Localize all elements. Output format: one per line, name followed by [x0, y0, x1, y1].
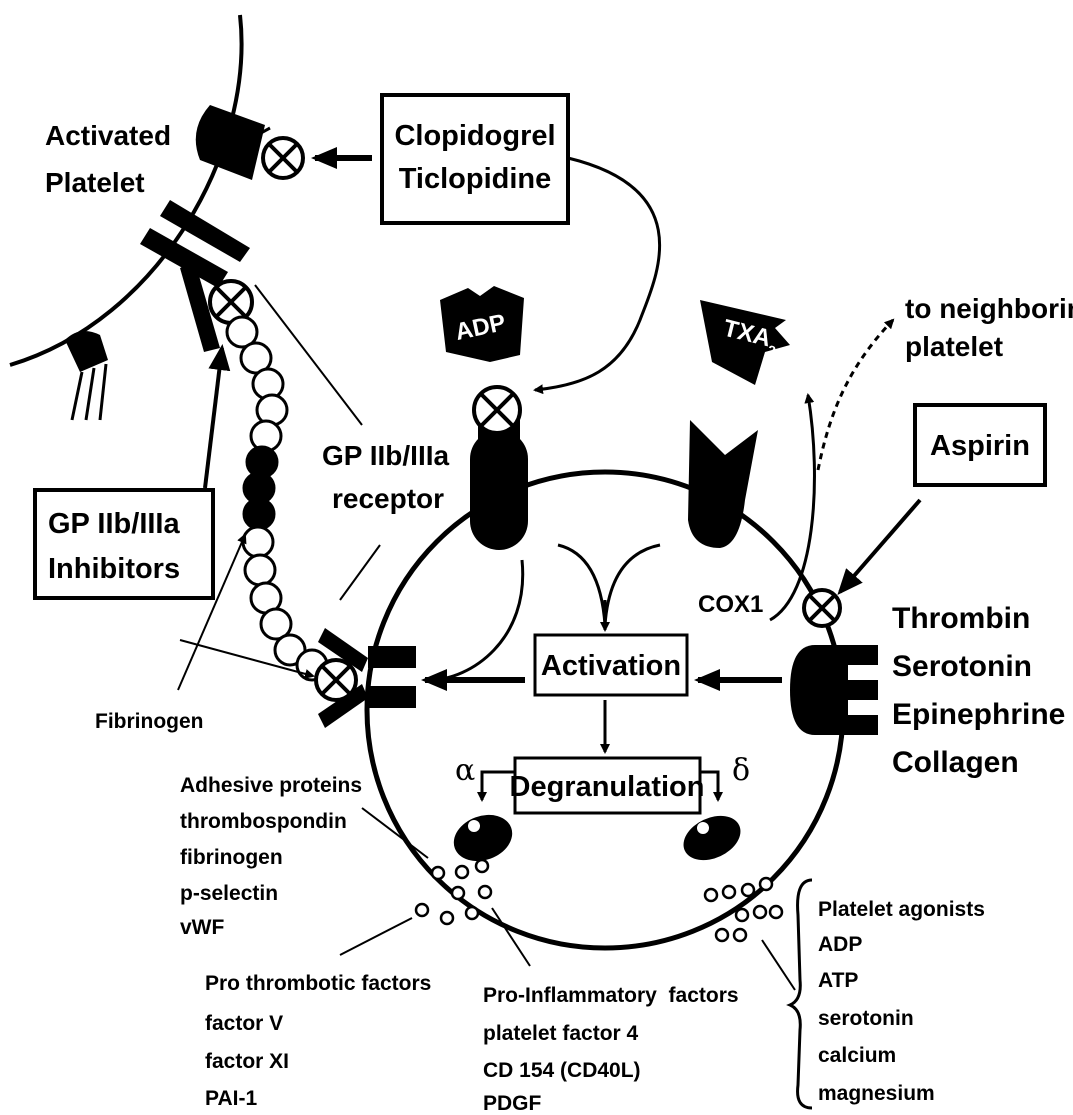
- gp-inhibitor-arrow-upper: [203, 344, 231, 489]
- list-item: CD 154 (CD40L): [483, 1059, 641, 1082]
- gp-inhibitor-arrow-lower: [179, 639, 315, 679]
- agonist-thrombin: Thrombin: [892, 602, 1030, 635]
- adhesive-proteins-list: Adhesive proteins thrombospondin fibrino…: [180, 774, 362, 939]
- agonist-receptor: [790, 645, 878, 735]
- list-item: thrombospondin: [180, 810, 347, 833]
- alpha-granule-arrow: [477, 770, 515, 802]
- alpha-granule: [453, 814, 513, 862]
- prothrombotic-factors-list: Pro thrombotic factors factor V factor X…: [205, 972, 431, 1110]
- gp-inhibitors-label-2: Inhibitors: [48, 553, 180, 585]
- list-item: Pro thrombotic factors: [205, 972, 431, 995]
- alpha-granule-contents: [414, 858, 493, 926]
- platelet-agonists-brace: [786, 878, 813, 1110]
- to-neighbor-arrow: [816, 318, 895, 471]
- platelet-agonists-list: Platelet agonists ADP ATP serotonin calc…: [818, 898, 985, 1105]
- txa2-ligand: TXA2: [700, 300, 790, 385]
- list-item: fibrinogen: [180, 846, 283, 869]
- list-item: PAI-1: [205, 1087, 257, 1110]
- fibrinogen-label: Fibrinogen: [95, 710, 204, 733]
- alpha-symbol: α: [455, 753, 475, 788]
- adp-ligand: ADP: [440, 286, 524, 362]
- gp-inhibitor-arrow-fibrinogen: [177, 533, 247, 691]
- txa2-receptor: [688, 420, 758, 548]
- adp-to-gp-arrow: [428, 559, 525, 685]
- delta-granule-contents: [703, 876, 784, 943]
- clopidogrel-label: Clopidogrel: [394, 120, 555, 152]
- gp-inhibitors-box: [33, 488, 215, 600]
- list-item: platelet factor 4: [483, 1022, 639, 1045]
- list-item: serotonin: [818, 1007, 914, 1030]
- gp-receptor-leader-upper: [254, 284, 363, 426]
- agonists-leader: [761, 939, 796, 991]
- proinflammatory-leader: [491, 907, 531, 967]
- activation-box: [533, 633, 689, 697]
- agonist-collagen: Collagen: [892, 746, 1019, 779]
- to-neighbor-label-1: to neighboring: [905, 293, 1073, 324]
- adhesive-leader: [361, 807, 429, 859]
- inhibition-symbol-icon: [314, 658, 358, 702]
- cox1-label: COX1: [698, 591, 763, 618]
- proinflammatory-factors-list: Pro-Inflammatory factors platelet factor…: [483, 984, 739, 1115]
- to-neighbor-label-2: platelet: [905, 331, 1003, 362]
- gp-receptor-main: [318, 628, 416, 728]
- receptors-to-activation-arrow: [557, 543, 661, 626]
- agonist-serotonin: Serotonin: [892, 650, 1032, 683]
- cox1-inhibition-icon: [802, 588, 842, 628]
- list-item: Pro-Inflammatory factors: [483, 984, 739, 1007]
- list-item: factor XI: [205, 1050, 289, 1073]
- gp-receptor-label-2: receptor: [332, 483, 444, 514]
- clopidogrel-box: [380, 93, 570, 225]
- aspirin-label: Aspirin: [930, 430, 1030, 462]
- ticlopidine-label: Ticlopidine: [399, 163, 552, 195]
- activation-label: Activation: [541, 650, 681, 682]
- list-item: Adhesive proteins: [180, 774, 362, 797]
- delta-granule-arrow: [700, 770, 723, 802]
- clopidogrel-to-adp-arrow: [533, 156, 662, 395]
- agonist-epinephrine: Epinephrine: [892, 698, 1065, 731]
- list-item: factor V: [205, 1012, 283, 1035]
- fibrinogen-chain: [225, 315, 329, 682]
- activated-platelet-label-1: Activated: [45, 120, 171, 151]
- gp-receptor-leader-lower: [339, 544, 381, 601]
- gp-inhibitors-label-1: GP IIb/IIIa: [48, 508, 180, 540]
- inhibition-symbol-icon: [472, 385, 522, 435]
- degranulation-label: Degranulation: [510, 771, 705, 803]
- inhibition-symbol-icon: [261, 136, 305, 180]
- inhibition-symbol-icon: [208, 279, 254, 325]
- clopidogrel-target-receptor: [195, 105, 271, 180]
- gp-receptor-upper: [140, 200, 250, 352]
- gp-receptor-label-1: GP IIb/IIIa: [322, 440, 450, 471]
- delta-granule: [683, 815, 741, 861]
- list-item: Platelet agonists: [818, 898, 985, 921]
- list-item: ADP: [818, 933, 862, 956]
- list-item: vWF: [180, 916, 225, 939]
- cox1-to-txa2-arrow: [769, 393, 816, 622]
- list-item: ATP: [818, 969, 858, 992]
- activated-platelet-label-2: Platelet: [45, 167, 145, 198]
- delta-symbol: δ: [732, 753, 750, 788]
- platelet-surface-receptor-small: [65, 331, 108, 421]
- aspirin-arrow: [837, 498, 922, 596]
- prothrombotic-leader: [339, 917, 413, 956]
- list-item: p-selectin: [180, 882, 278, 905]
- list-item: magnesium: [818, 1082, 935, 1105]
- degranulation-box: [513, 756, 702, 815]
- list-item: PDGF: [483, 1092, 542, 1115]
- aspirin-box: [913, 403, 1047, 487]
- list-item: calcium: [818, 1044, 896, 1067]
